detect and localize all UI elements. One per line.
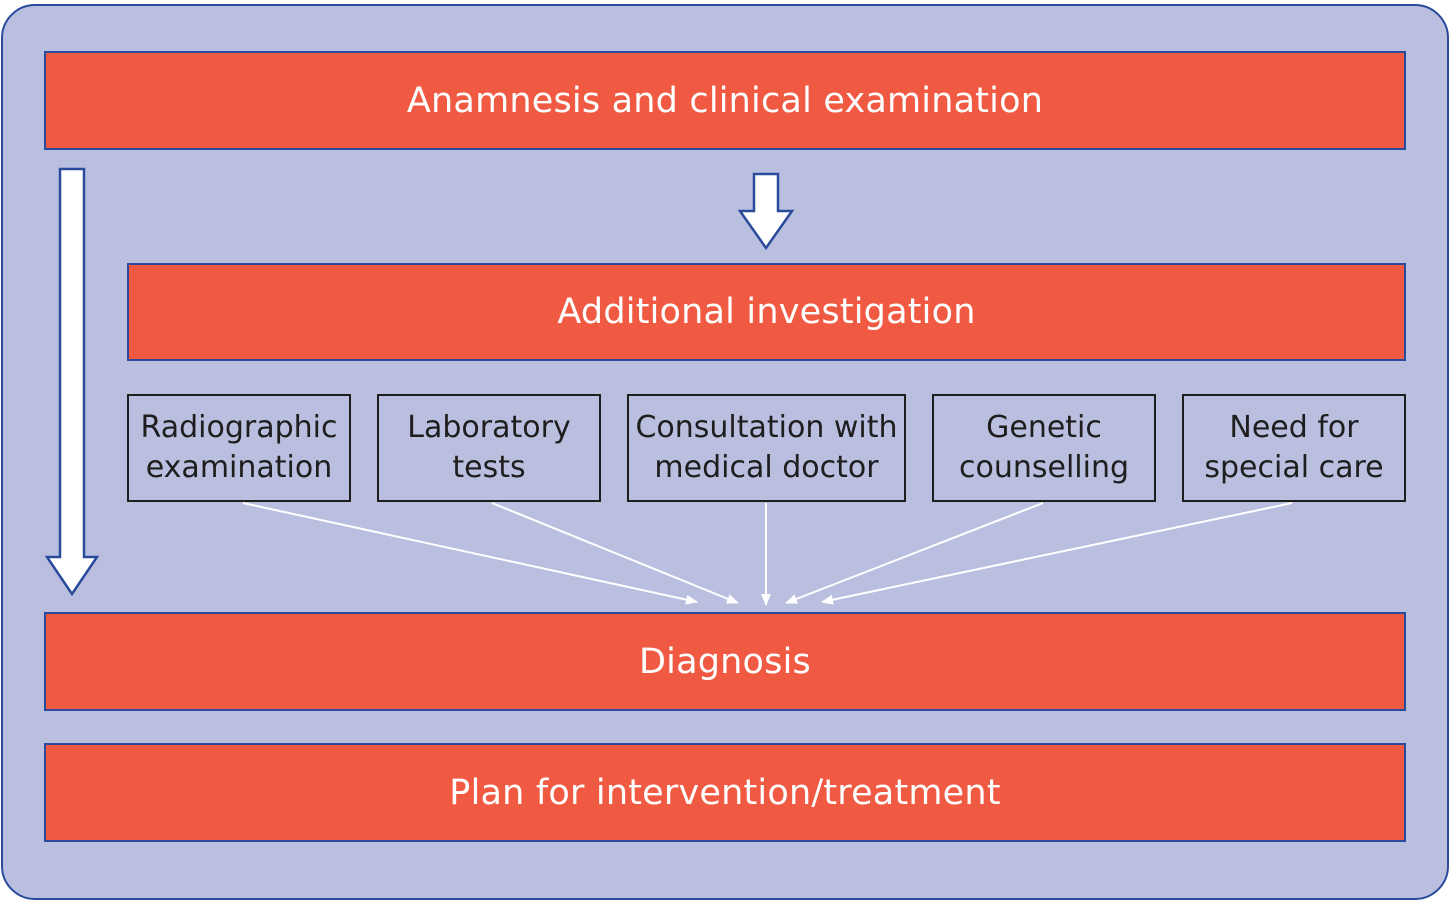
special-care-line2: special care xyxy=(1204,450,1384,485)
radiographic-examination-box: Radiographic examination xyxy=(127,394,351,502)
radiographic-line1: Radiographic xyxy=(140,410,338,445)
anamnesis-step: Anamnesis and clinical examination xyxy=(44,51,1406,150)
additional-investigation-step: Additional investigation xyxy=(127,263,1406,361)
radiographic-line2: examination xyxy=(145,450,333,485)
genetic-line1: Genetic xyxy=(986,410,1102,445)
genetic-counselling-box: Genetic counselling xyxy=(932,394,1156,502)
genetic-line2: counselling xyxy=(958,450,1130,485)
laboratory-line1: Laboratory xyxy=(407,410,571,445)
consultation-line1: Consultation with xyxy=(635,410,898,445)
diagnosis-label: Diagnosis xyxy=(639,641,811,682)
additional-investigation-label: Additional investigation xyxy=(557,292,976,332)
plan-step: Plan for intervention/treatment xyxy=(44,743,1406,842)
plan-label: Plan for intervention/treatment xyxy=(449,772,1001,813)
consultation-box: Consultation with medical doctor xyxy=(627,394,906,502)
anamnesis-label: Anamnesis and clinical examination xyxy=(406,80,1044,121)
diagnosis-step: Diagnosis xyxy=(44,612,1406,711)
special-care-line1: Need for xyxy=(1229,410,1359,445)
special-care-box: Need for special care xyxy=(1182,394,1406,502)
consultation-line2: medical doctor xyxy=(654,450,879,485)
laboratory-tests-box: Laboratory tests xyxy=(377,394,601,502)
laboratory-line2: tests xyxy=(452,450,526,485)
